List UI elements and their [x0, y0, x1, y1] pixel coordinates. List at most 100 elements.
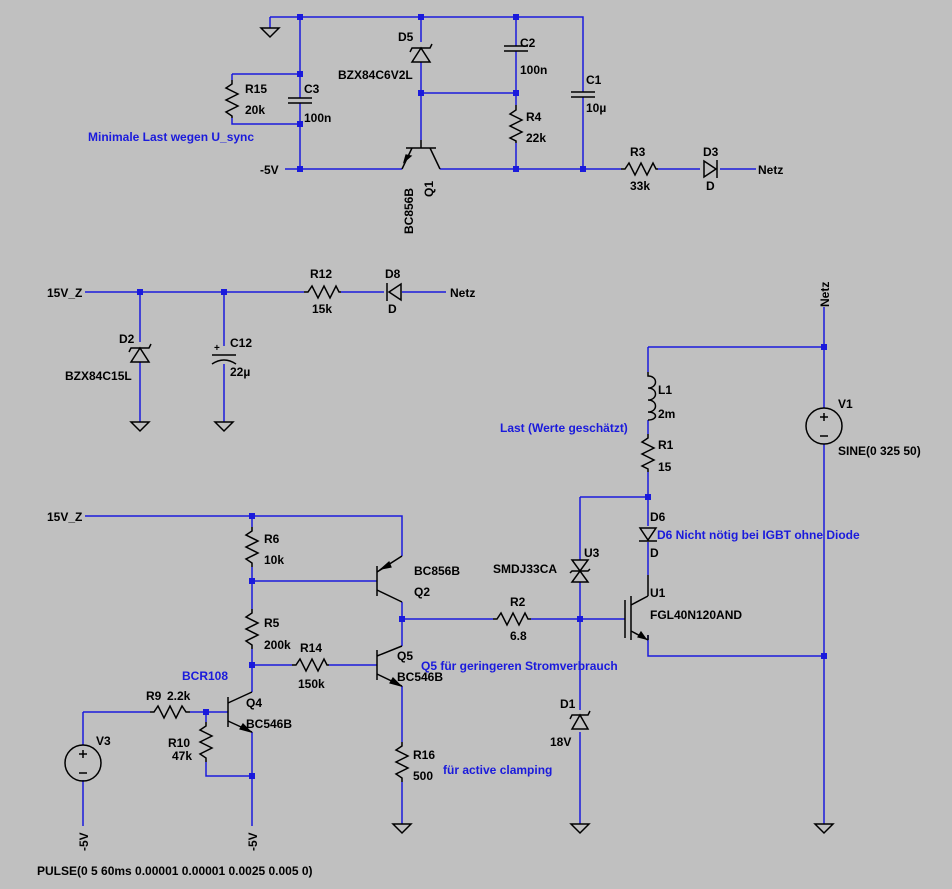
zener-d1-symbol [569, 710, 591, 730]
r9-value: 2.2k [167, 689, 191, 703]
ground-symbol [392, 823, 412, 834]
d2-label: D2 [119, 332, 135, 346]
r1-value: 15 [658, 460, 672, 474]
ground-symbol [260, 27, 280, 38]
u3-value: SMDJ33CA [493, 562, 557, 576]
v3-value: PULSE(0 5 60ms 0.00001 0.00001 0.0025 0.… [37, 864, 313, 878]
u1-value: FGL40N120AND [650, 608, 742, 622]
resistor-r6-symbol [244, 527, 260, 567]
r12-label: R12 [310, 267, 332, 281]
net-15vz-a: 15V_Z [47, 286, 82, 300]
d6-label: D6 [650, 510, 666, 524]
r4-label: R4 [526, 110, 542, 124]
r6-label: R6 [264, 532, 280, 546]
capacitor-c3-symbol [288, 97, 312, 104]
net-netz-right: Netz [818, 282, 832, 307]
r14-value: 150k [298, 677, 325, 691]
transistor-q1-symbol [401, 140, 441, 170]
l1-value: 2m [658, 407, 675, 421]
comment-bcr108: BCR108 [182, 669, 228, 683]
v1-value: SINE(0 325 50) [838, 444, 921, 458]
c3-label: C3 [304, 82, 320, 96]
r2-value: 6.8 [510, 629, 527, 643]
resistor-r2-symbol [493, 611, 531, 627]
q1-value: BC856B [402, 188, 416, 234]
r10-value: 47k [172, 749, 192, 763]
q5-label: Q5 [397, 649, 413, 663]
c3-value: 100n [304, 111, 331, 125]
capacitor-c2-symbol [504, 45, 528, 52]
inductor-l1-symbol [647, 372, 657, 421]
c1-value: 10µ [586, 101, 606, 115]
capacitor-c1-symbol [571, 91, 595, 98]
r4-value: 22k [526, 131, 546, 145]
q2-label: Q2 [414, 585, 430, 599]
r1-label: R1 [658, 438, 674, 452]
transistor-q4-symbol [227, 691, 254, 734]
resistor-r10-symbol [198, 722, 214, 762]
resistor-r14-symbol [292, 657, 329, 673]
resistor-r3-symbol [621, 161, 658, 177]
net-netz-mid: Netz [450, 286, 475, 300]
u1-label: U1 [650, 586, 666, 600]
v3-label: V3 [96, 734, 111, 748]
ground-symbol [130, 421, 150, 432]
diode-d3-symbol [703, 159, 718, 179]
q2-value: BC856B [414, 564, 460, 578]
v1-label: V1 [838, 397, 853, 411]
c1-label: C1 [586, 73, 602, 87]
ground-symbol [814, 823, 834, 834]
c12-value: 22µ [230, 365, 250, 379]
r16-value: 500 [413, 769, 433, 783]
resistor-r1-symbol [640, 434, 656, 472]
d2-value: BZX84C15L [65, 369, 132, 383]
d5-value: BZX84C6V2L [338, 68, 413, 82]
ground-symbol [570, 823, 590, 834]
r14-label: R14 [300, 641, 322, 655]
svg-text:+: + [214, 343, 220, 354]
r16-label: R16 [413, 748, 435, 762]
transistor-q5-symbol [376, 645, 404, 688]
q4-label: Q4 [246, 696, 262, 710]
q1-label: Q1 [422, 181, 436, 197]
c12-label: C12 [230, 336, 252, 350]
resistor-r12-symbol [304, 284, 341, 300]
r15-label: R15 [245, 82, 267, 96]
l1-label: L1 [658, 383, 672, 397]
r6-value: 10k [264, 553, 284, 567]
capacitor-c12-symbol: + [211, 343, 237, 365]
wires [82, 16, 825, 826]
tvs-u3-symbol [569, 559, 591, 583]
source-v3-symbol [64, 744, 102, 782]
net-15vz-b: 15V_Z [47, 510, 82, 524]
r10-label: R10 [168, 736, 190, 750]
junctions [137, 14, 827, 779]
d6-value: D [650, 546, 659, 560]
r12-value: 15k [312, 302, 332, 316]
c2-value: 100n [520, 63, 547, 77]
comment-load: Last (Werte geschätzt) [500, 421, 628, 435]
zener-d2-symbol [128, 343, 152, 363]
r3-label: R3 [630, 145, 646, 159]
d8-label: D8 [385, 267, 401, 281]
resistor-r9-symbol [150, 704, 190, 720]
comment-min-load: Minimale Last wegen U_sync [88, 130, 254, 144]
diode-d8-symbol [386, 282, 402, 302]
comment-clamping: für active clamping [443, 763, 552, 777]
source-v1-symbol [805, 407, 843, 445]
r3-value: 33k [630, 179, 650, 193]
net-netz-top: Netz [758, 163, 783, 177]
d1-value: 18V [550, 735, 571, 749]
r2-label: R2 [510, 595, 526, 609]
comment-q5-note: Q5 für geringeren Stromverbrauch [421, 659, 618, 673]
resistor-r5-symbol [244, 609, 260, 649]
transistor-q2-symbol [376, 555, 403, 603]
q5-value: BC546B [397, 670, 443, 684]
ground-symbol [214, 421, 234, 432]
r5-value: 200k [264, 638, 291, 652]
net-minus5-top: -5V [260, 163, 279, 177]
net-minus5-q4: -5V [246, 832, 260, 851]
d3-label: D3 [703, 145, 719, 159]
resistor-r4-symbol [508, 105, 524, 143]
